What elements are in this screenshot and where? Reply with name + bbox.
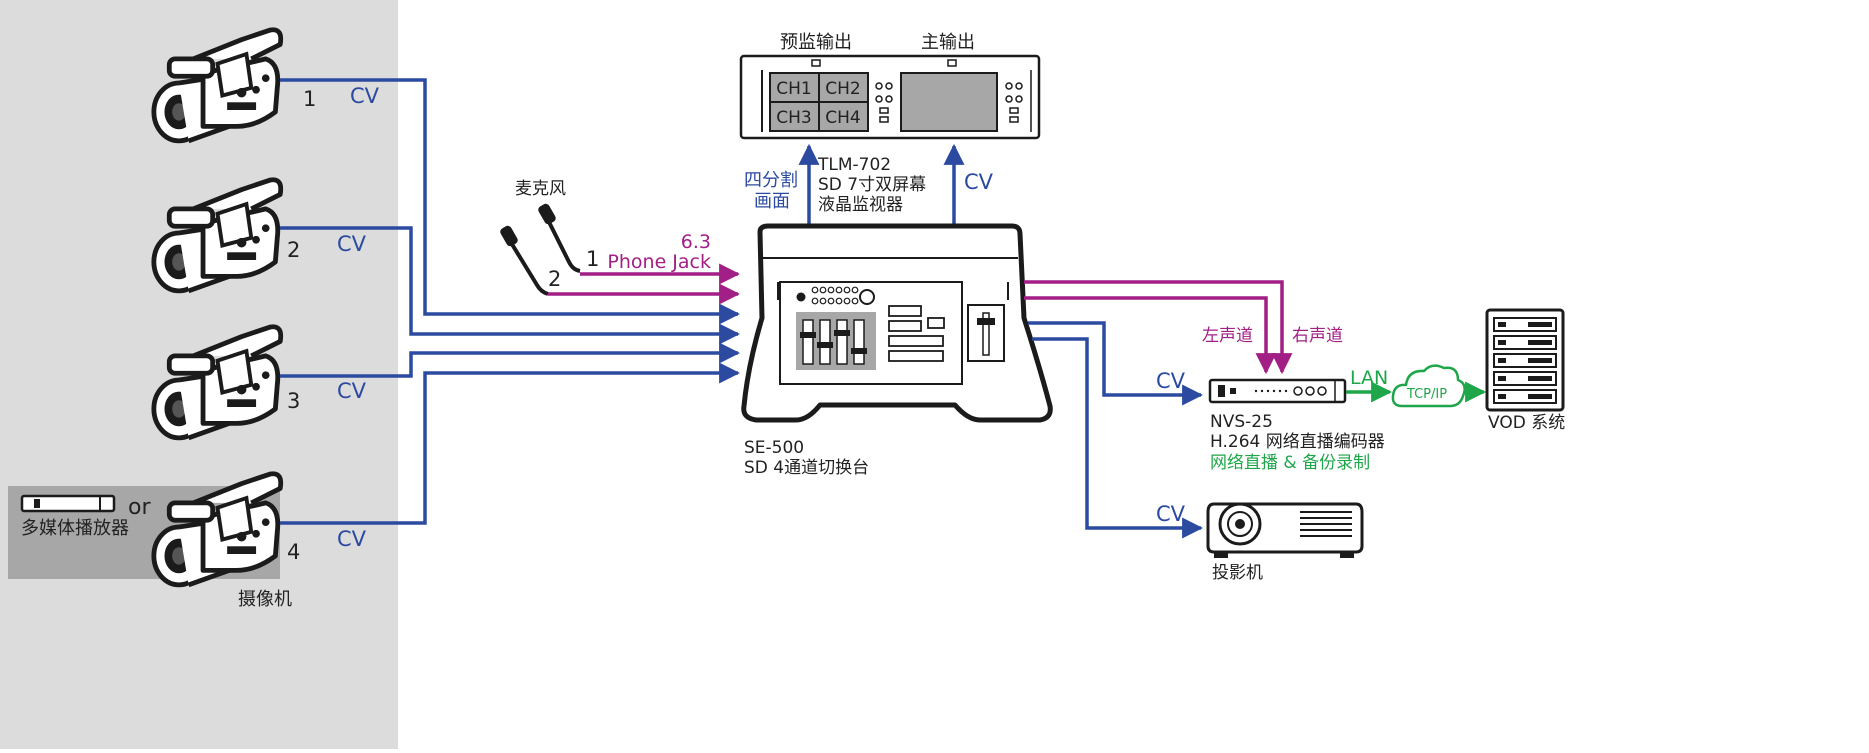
monitor-lines	[798, 143, 965, 228]
vod-label: VOD 系统	[1488, 413, 1565, 433]
left-audio-label: 左声道	[1202, 326, 1253, 346]
right-audio-line	[1024, 280, 1293, 375]
main-output-title: 主输出	[921, 32, 975, 53]
switcher-model: SE-500	[744, 438, 804, 458]
preview-output-title: 预监输出	[780, 32, 852, 53]
camera-2-number: 2	[287, 238, 300, 262]
switcher-desc: SD 4通道切换台	[744, 458, 869, 478]
media-player-label: 多媒体播放器	[21, 518, 129, 539]
mic-1-number: 1	[586, 247, 599, 271]
monitor-desc-2: 液晶监视器	[818, 195, 903, 215]
camera-4-line	[280, 362, 741, 525]
right-audio-label: 右声道	[1292, 326, 1343, 346]
camera-4-signal: CV	[337, 527, 367, 551]
projector-video-line	[1032, 337, 1204, 539]
camera-1-line	[280, 78, 741, 325]
left-audio-line	[1024, 296, 1277, 375]
connector-name: Phone Jack	[607, 251, 711, 273]
mic-2-number: 2	[548, 267, 561, 291]
main-output-signal: CV	[964, 170, 994, 194]
encoder-icon	[1208, 378, 1347, 404]
projector-signal: CV	[1156, 502, 1186, 526]
camera-3-signal: CV	[337, 379, 367, 403]
mic-audio-lines	[548, 263, 741, 305]
camera-4-number: 4	[287, 540, 300, 564]
camera-video-lines	[280, 78, 741, 525]
camera-3-number: 3	[287, 389, 300, 413]
camera-2-signal: CV	[337, 232, 367, 256]
projector-icon	[1206, 502, 1364, 558]
quad-split-label-2: 画面	[754, 191, 790, 212]
projector-label: 投影机	[1212, 563, 1263, 583]
camera-group-label: 摄像机	[238, 589, 292, 610]
encoder-model: NVS-25	[1210, 412, 1273, 432]
channel-3-label: CH3	[776, 108, 811, 128]
monitor-model: TLM-702	[817, 155, 891, 175]
channel-2-label: CH2	[825, 79, 860, 99]
channel-4-label: CH4	[825, 108, 860, 128]
encoder-signal: CV	[1156, 369, 1186, 393]
switcher-icon	[741, 223, 1053, 423]
vod-server-icon	[1485, 308, 1565, 412]
lan-label: LAN	[1350, 367, 1388, 389]
encoder-desc: H.264 网络直播编码器	[1210, 432, 1385, 452]
camera-1-number: 1	[303, 87, 316, 111]
camera-2-line	[280, 226, 741, 345]
connector-size: 6.3	[681, 231, 711, 253]
mic-label: 麦克风	[515, 179, 566, 199]
camera-1-signal: CV	[350, 84, 380, 108]
camera-3-line	[280, 342, 741, 378]
audio-output-lines	[1024, 280, 1293, 375]
or-label: or	[128, 495, 151, 520]
media-player-icon	[20, 494, 116, 513]
microphone-icon	[500, 203, 581, 296]
encoder-feature: 网络直播 & 备份录制	[1210, 453, 1370, 473]
encoder-video-line	[1028, 321, 1204, 406]
tcpip-label: TCP/IP	[1406, 387, 1447, 402]
channel-1-label: CH1	[776, 79, 811, 99]
monitor-desc: SD 7寸双屏幕	[818, 175, 926, 195]
quad-split-label-1: 四分割	[744, 170, 798, 191]
video-output-lines	[1028, 321, 1204, 539]
monitor-icon	[739, 54, 1041, 140]
cloud-icon	[1391, 364, 1466, 408]
